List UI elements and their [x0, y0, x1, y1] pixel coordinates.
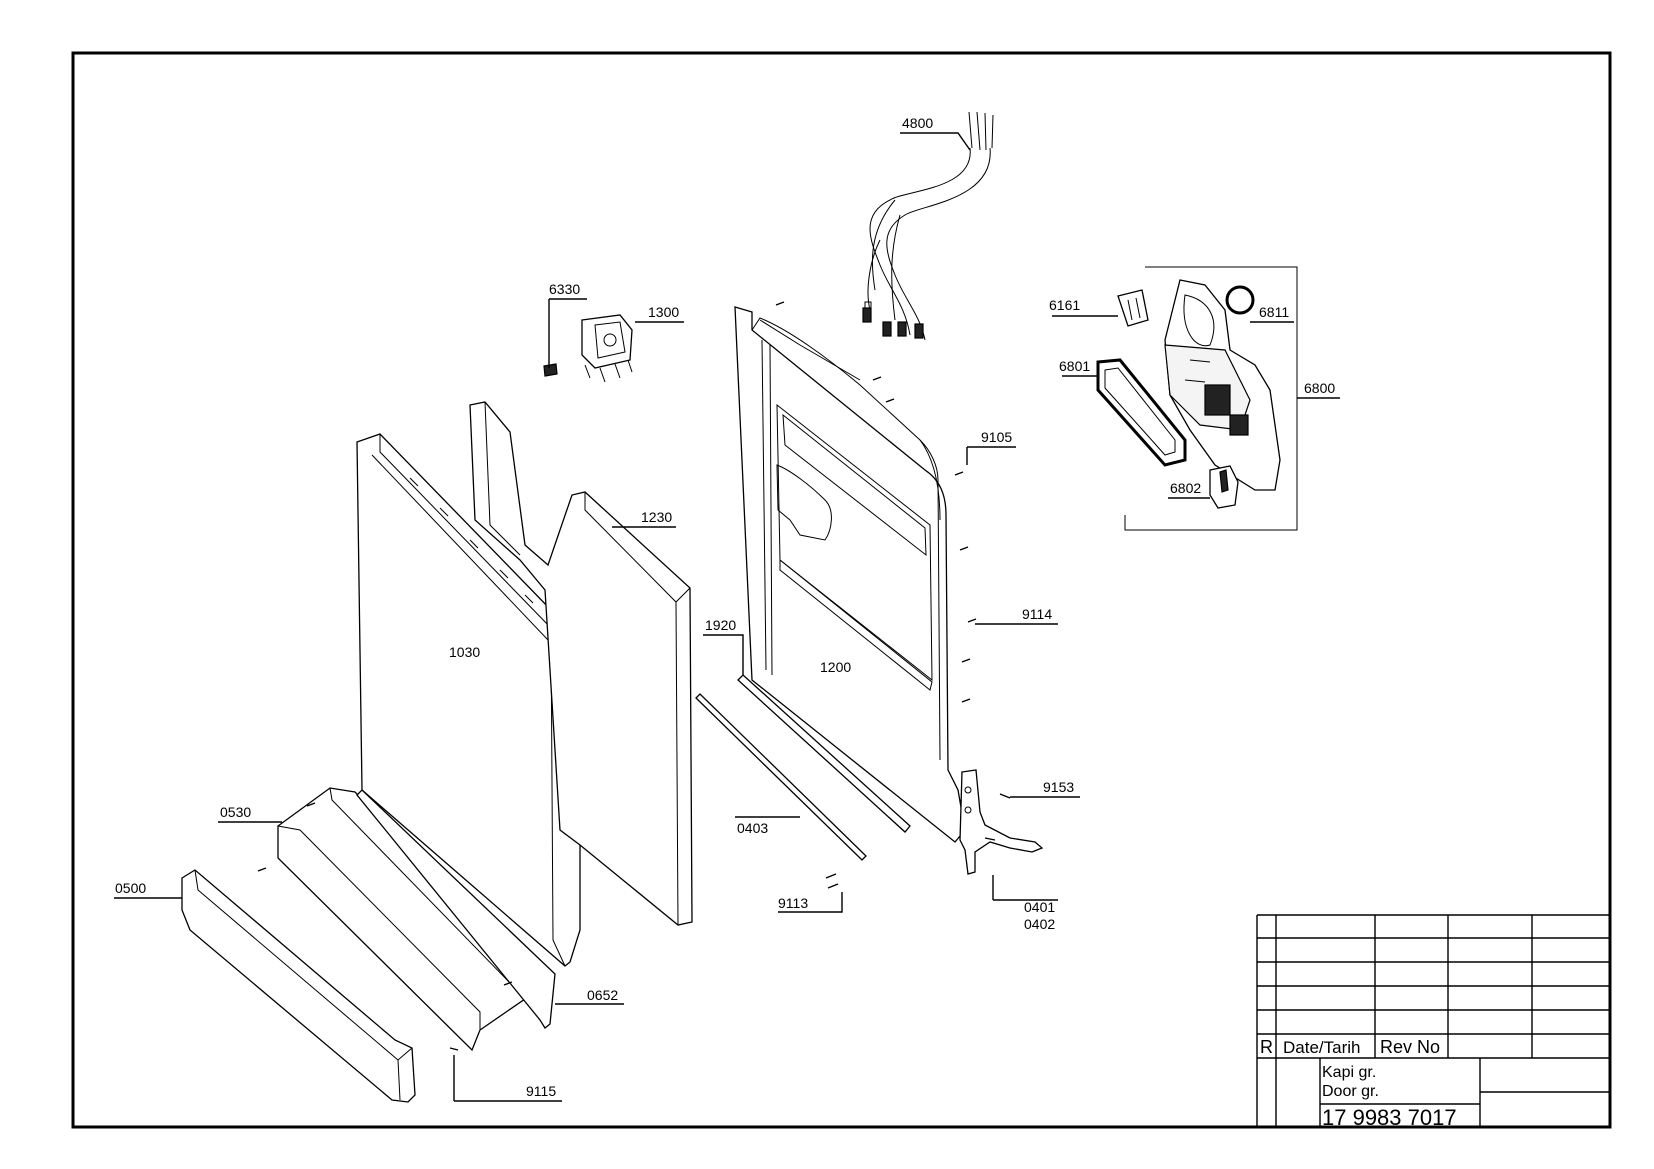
part-4800-wire-harness [862, 111, 994, 341]
title-rev-label: Rev No [1380, 1037, 1440, 1057]
part-1920-strip [737, 674, 911, 833]
label-6161: 6161 [1049, 297, 1080, 313]
leader-lines [114, 132, 1340, 1102]
part-1030-outer-panel [356, 433, 581, 967]
part-0652-plate [356, 789, 556, 1029]
part-0403-strip [695, 693, 867, 861]
label-0530: 0530 [220, 804, 251, 820]
part-1230-insulation [469, 401, 693, 926]
label-6801: 6801 [1059, 358, 1090, 374]
part-6800-dispenser-group [1096, 266, 1298, 531]
title-part-number: 17 9983 7017 [1322, 1105, 1457, 1130]
label-9105: 9105 [981, 429, 1012, 445]
part-1300-bracket [581, 314, 633, 383]
part-0500-front-trim [181, 869, 416, 1103]
part-labels: 4800 6330 1300 6161 6811 6801 6800 6802 … [115, 115, 1335, 1099]
title-name-tr: Kapi gr. [1322, 1064, 1376, 1081]
label-6330: 6330 [549, 281, 580, 297]
label-6811: 6811 [1259, 304, 1289, 320]
label-1920: 1920 [705, 617, 736, 633]
label-0402: 0402 [1024, 916, 1055, 932]
label-0500: 0500 [115, 880, 146, 896]
label-0652: 0652 [587, 987, 618, 1003]
label-1300: 1300 [648, 304, 679, 320]
label-4800: 4800 [902, 115, 933, 131]
label-1230: 1230 [641, 509, 672, 525]
sheet-border [71, 51, 1612, 1129]
title-block: R Date/Tarih Rev No Kapi gr. Door gr. 17… [1256, 914, 1610, 1130]
title-name-en: Door gr. [1322, 1083, 1379, 1100]
label-0403: 0403 [737, 820, 768, 836]
screws [257, 301, 1011, 1051]
label-6800: 6800 [1304, 380, 1335, 396]
label-1200: 1200 [820, 659, 851, 675]
label-1030: 1030 [449, 644, 480, 660]
label-9113: 9113 [778, 895, 808, 911]
part-6330-clip [543, 363, 558, 377]
title-date-label: Date/Tarih [1283, 1038, 1360, 1057]
label-9115: 9115 [526, 1083, 556, 1099]
title-r-label: R [1260, 1037, 1273, 1057]
label-9114: 9114 [1022, 606, 1052, 622]
part-0401-hinge [959, 769, 1044, 875]
label-6802: 6802 [1170, 480, 1201, 496]
label-0401: 0401 [1024, 899, 1055, 915]
label-9153: 9153 [1043, 779, 1074, 795]
